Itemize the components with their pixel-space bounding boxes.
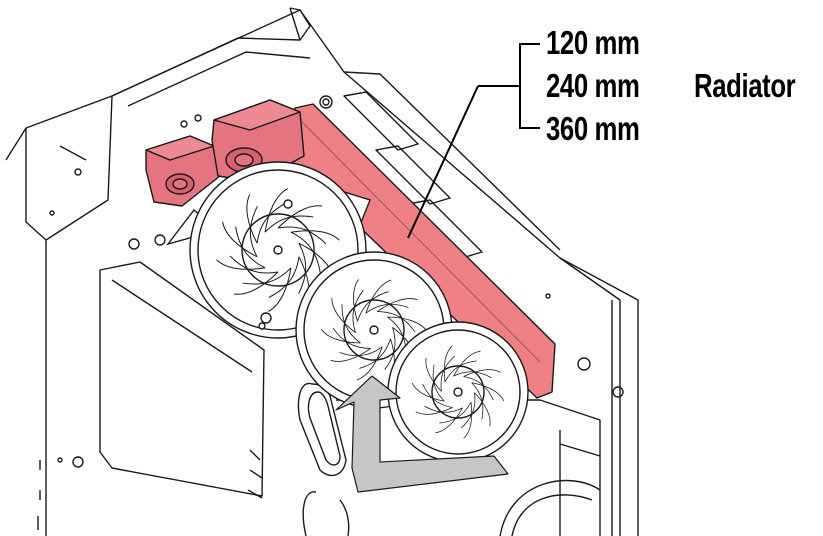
radiator-size-120: 120 mm <box>546 24 640 61</box>
radiator-size-240: 240 mm <box>546 67 640 104</box>
size-callout-bracket <box>407 43 540 239</box>
fan-icon <box>128 161 529 463</box>
radiator-size-360: 360 mm <box>546 110 640 147</box>
radiator-label: Radiator <box>694 67 796 104</box>
airflow-arrow-icon <box>335 375 509 493</box>
